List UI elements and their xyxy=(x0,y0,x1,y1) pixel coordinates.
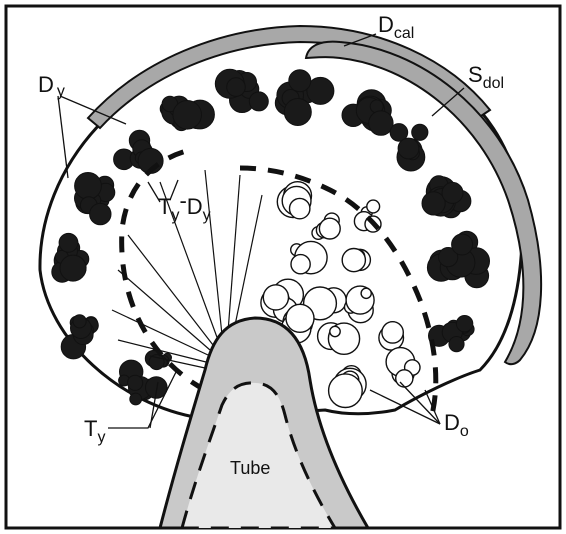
label-ty-dy-d: D xyxy=(187,194,203,219)
open-cell xyxy=(396,370,413,387)
open-cell xyxy=(367,200,380,213)
label-s-dol-sub: dol xyxy=(483,75,504,92)
label-ty-dy-sep: - xyxy=(179,188,186,213)
dark-cell xyxy=(422,192,445,215)
dark-cell xyxy=(249,92,268,111)
label-ty-dy-d-sub: y xyxy=(203,207,211,224)
open-cell xyxy=(286,304,314,332)
dark-cell xyxy=(60,255,86,281)
label-d-cal-main: D xyxy=(378,12,394,37)
label-d-o: Do xyxy=(444,410,469,440)
label-d-y-sub: y xyxy=(57,83,65,100)
open-cell xyxy=(263,285,288,310)
open-cell xyxy=(329,374,363,408)
dark-cell xyxy=(73,315,86,328)
label-d-cal: Dcal xyxy=(378,12,414,42)
dark-cell xyxy=(90,203,111,224)
open-cell xyxy=(291,255,310,274)
label-ty-dy-t-sub: y xyxy=(171,207,179,224)
dark-cell xyxy=(289,70,311,92)
label-d-o-main: D xyxy=(444,410,460,435)
open-cell xyxy=(342,249,365,272)
open-cell xyxy=(382,322,403,343)
dark-cell xyxy=(173,101,202,130)
label-d-o-sub: o xyxy=(460,423,469,440)
dark-cell xyxy=(442,182,463,203)
dark-cell xyxy=(452,234,473,255)
label-ty-dy-t: T xyxy=(158,194,171,219)
dark-cell xyxy=(456,316,472,332)
dark-cell xyxy=(284,99,311,126)
label-t-y-sub: y xyxy=(97,429,105,446)
dark-cell xyxy=(128,375,143,390)
label-tube: Tube xyxy=(230,458,270,478)
dark-cell xyxy=(449,337,464,352)
open-cell xyxy=(319,218,340,239)
dark-cell xyxy=(369,111,393,135)
dark-cell xyxy=(412,124,428,140)
dark-cell xyxy=(398,138,419,159)
label-t-y: Ty xyxy=(84,416,105,446)
label-s-dol-main: S xyxy=(468,62,483,87)
label-s-dol: Sdol xyxy=(468,62,504,92)
dark-cell xyxy=(75,173,102,200)
open-cell xyxy=(361,288,371,298)
open-cell xyxy=(330,326,340,336)
dark-cell xyxy=(227,78,246,97)
open-cell xyxy=(290,198,310,218)
label-t-y-main: T xyxy=(84,416,97,441)
dark-cell xyxy=(59,233,78,252)
label-d-y-main: D xyxy=(38,72,54,97)
dark-cell xyxy=(130,393,142,405)
label-d-cal-sub: cal xyxy=(394,25,414,42)
